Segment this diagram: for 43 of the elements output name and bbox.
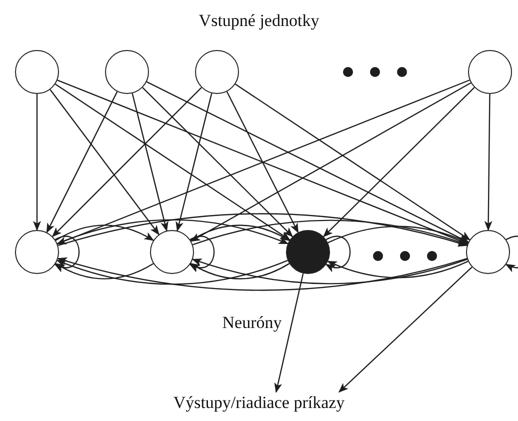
arrow xyxy=(328,226,469,244)
neuron-node xyxy=(466,230,510,274)
arrow xyxy=(235,84,470,240)
arrow xyxy=(338,266,472,393)
arrow xyxy=(33,94,41,231)
neuron-node xyxy=(150,230,194,274)
arrow xyxy=(55,84,290,240)
arrow xyxy=(190,224,290,241)
arrow xyxy=(58,213,468,247)
arrow xyxy=(52,87,202,238)
arrow xyxy=(56,260,288,285)
arrow xyxy=(327,260,468,278)
neuron-node xyxy=(15,230,59,274)
layer-label: Vstupné jednotky xyxy=(198,10,320,32)
arrow xyxy=(192,258,468,284)
arrow xyxy=(190,263,290,280)
arrow xyxy=(226,91,299,234)
arrow xyxy=(274,273,304,393)
input-unit-node xyxy=(15,50,59,94)
arrow xyxy=(46,91,118,234)
arrow xyxy=(54,236,80,272)
arrow xyxy=(325,236,351,272)
arrow xyxy=(57,257,468,291)
arrow xyxy=(50,89,160,236)
output-label: Výstupy/riadiace príkazy xyxy=(149,392,369,416)
arrow xyxy=(132,93,168,232)
arrow xyxy=(146,81,470,243)
input-unit-node xyxy=(468,50,512,94)
arrow xyxy=(189,236,215,272)
arrow xyxy=(55,224,154,241)
arrow xyxy=(57,219,289,244)
active-neuron-node xyxy=(286,230,330,274)
arrow xyxy=(142,87,294,238)
arrow xyxy=(484,94,492,231)
arrow xyxy=(192,220,468,246)
arrow xyxy=(190,82,472,242)
arrow xyxy=(322,87,475,238)
arrow xyxy=(505,236,518,272)
layer-label: Neuróny xyxy=(222,312,282,334)
arrow xyxy=(176,93,212,232)
input-unit-node xyxy=(195,50,239,94)
input-unit-node xyxy=(105,50,149,94)
arrow xyxy=(54,263,154,280)
